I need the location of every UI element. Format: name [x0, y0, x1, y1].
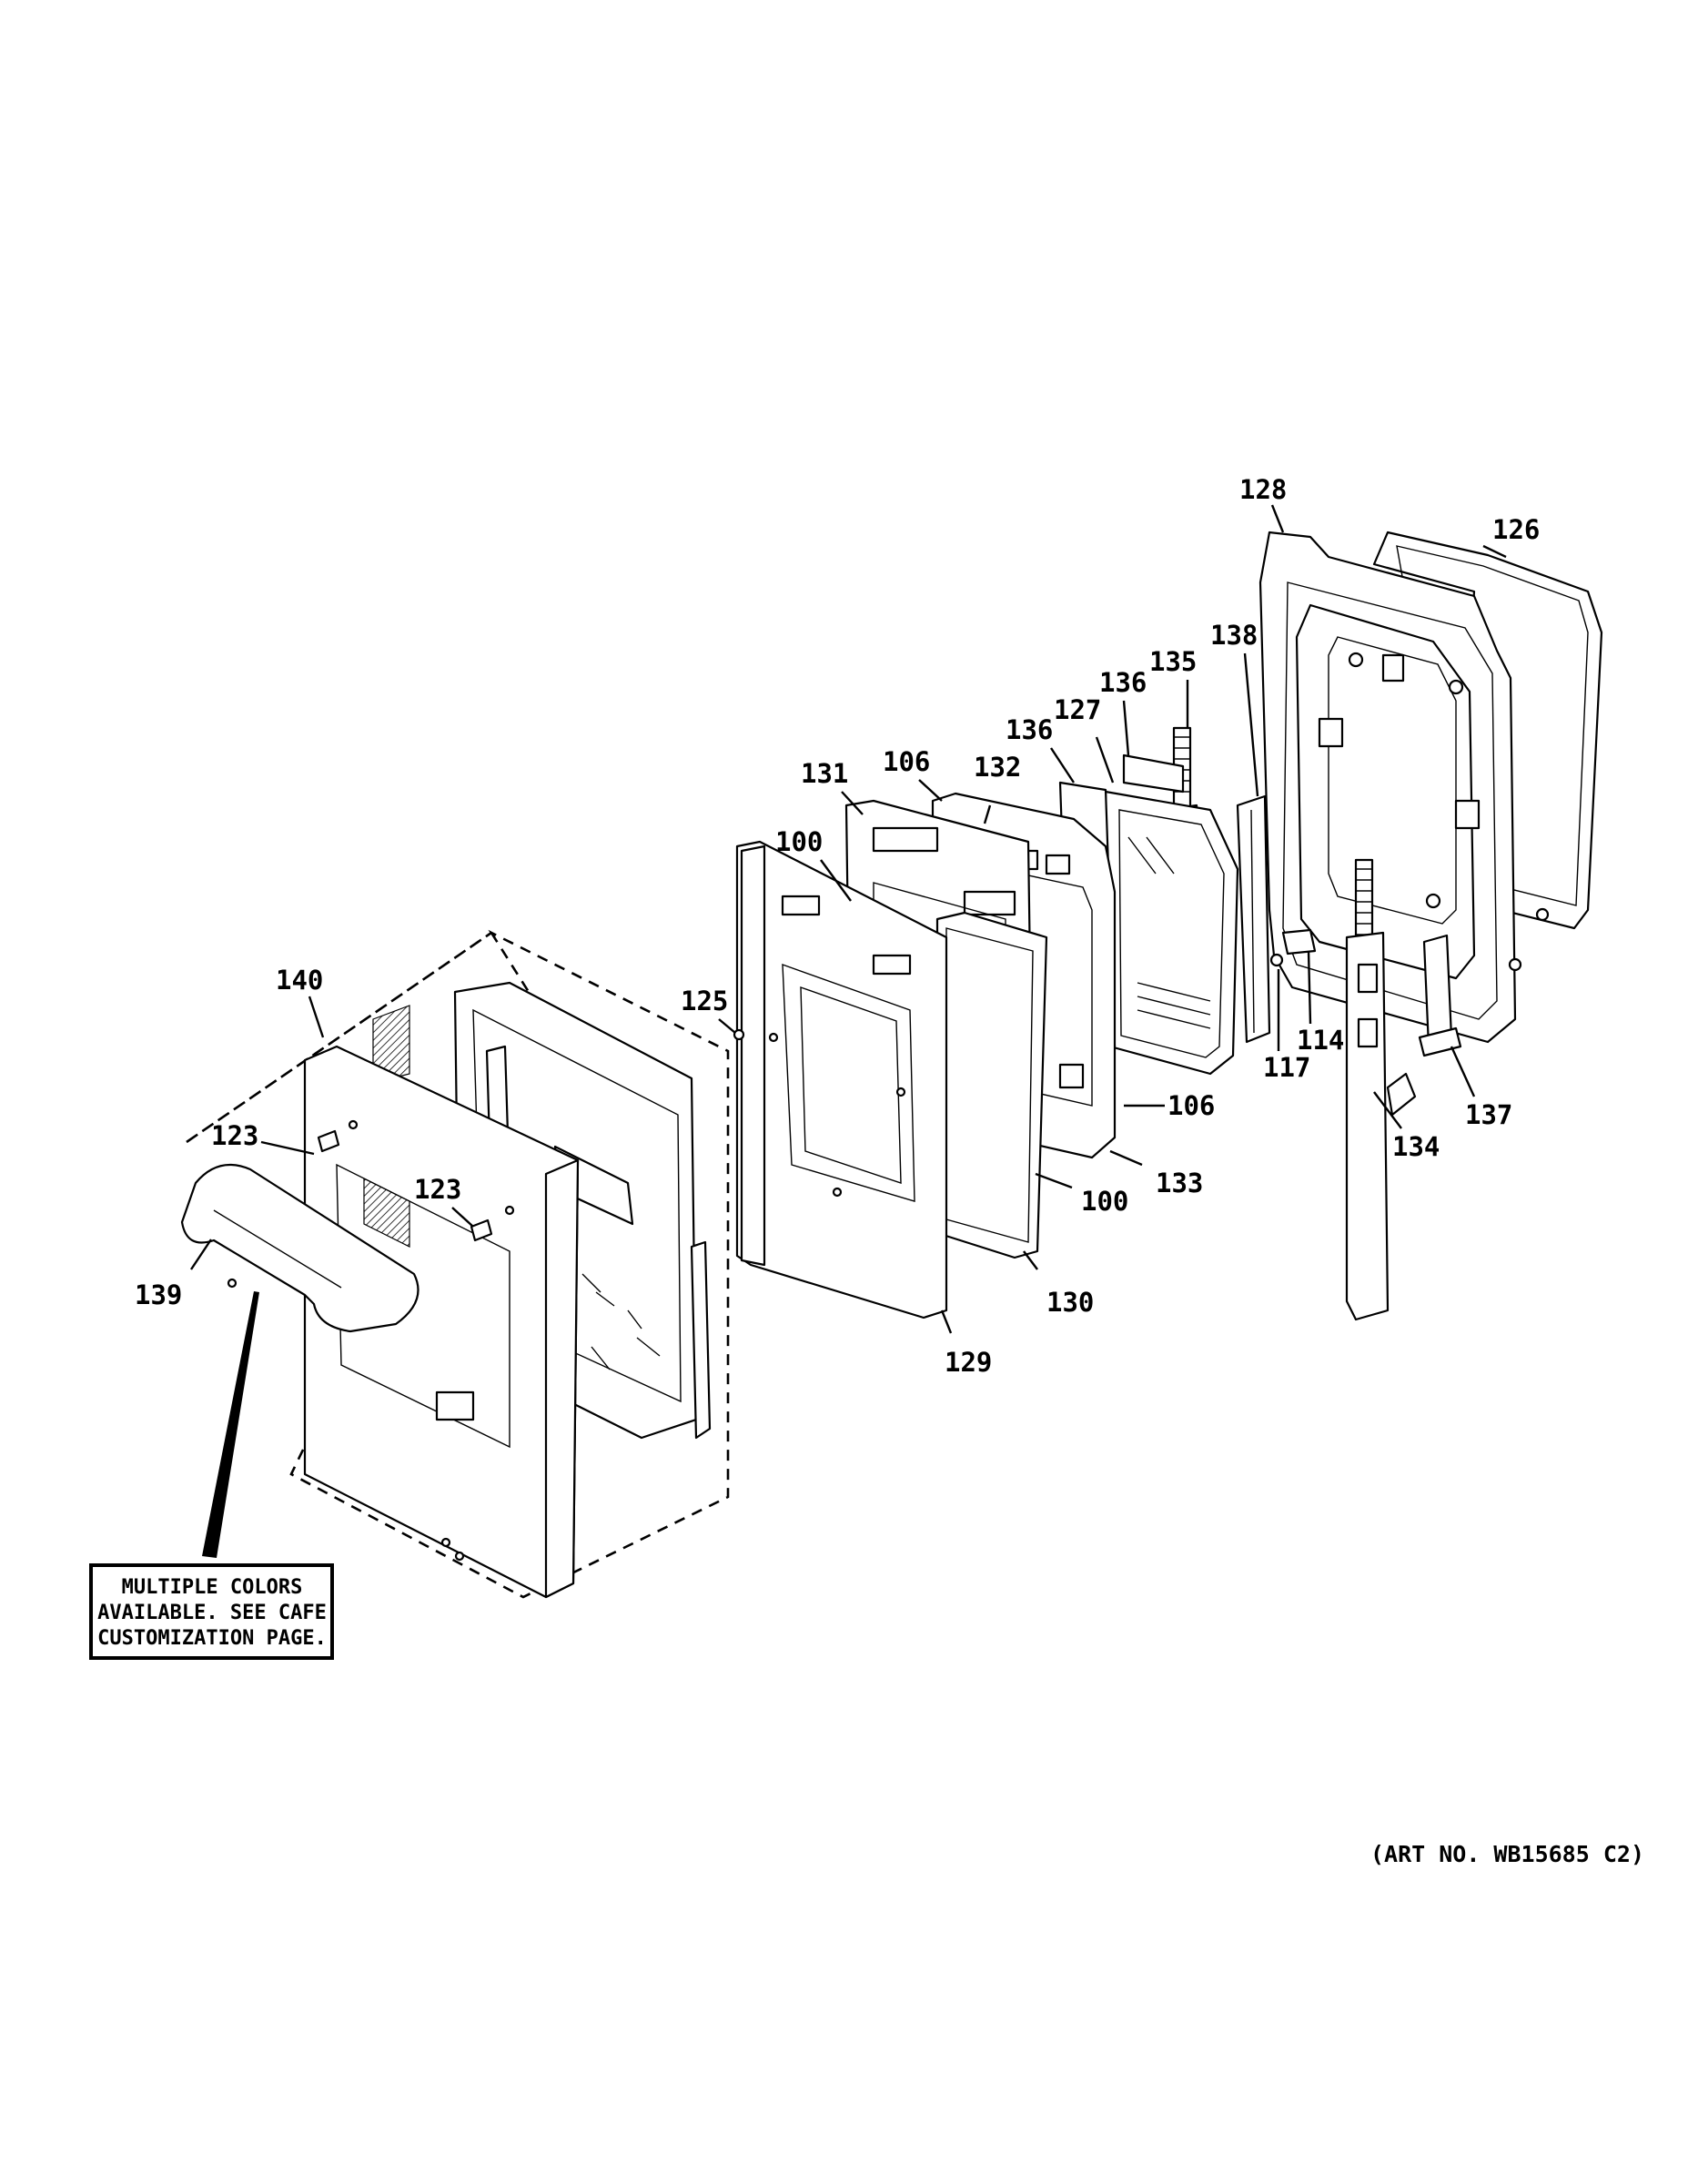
callout-labels: 140 123 123 139 125 100 131 106 132 136 … — [135, 474, 1540, 1378]
callout-133: 133 — [1156, 1168, 1203, 1198]
callout-134: 134 — [1392, 1131, 1440, 1162]
bracket-137 — [1418, 934, 1462, 1057]
callout-132: 132 — [974, 752, 1021, 783]
art-number: (ART NO. WB15685 C2) — [1370, 1841, 1644, 1867]
callout-100-upper: 100 — [775, 826, 823, 857]
callout-130: 130 — [1046, 1287, 1094, 1318]
door-handle-139 — [180, 1163, 419, 1333]
screw-123-upper — [317, 1129, 340, 1153]
callout-125: 125 — [681, 986, 728, 1016]
callout-117: 117 — [1263, 1052, 1310, 1083]
baffle-130 — [935, 911, 1048, 1259]
hinge-134 — [1345, 858, 1417, 1321]
glass-panel-136-rear — [1122, 753, 1185, 794]
callout-100-lower: 100 — [1081, 1186, 1128, 1217]
callout-138: 138 — [1210, 620, 1258, 651]
color-options-note: MULTIPLE COLORS AVAILABLE. SEE CAFE CUST… — [89, 1563, 334, 1660]
callout-128: 128 — [1239, 474, 1287, 505]
glass-pack-127 — [1104, 790, 1239, 1076]
note-pointer — [202, 1291, 259, 1558]
callout-136-right: 136 — [1099, 667, 1147, 698]
inner-door-panel-129 — [735, 840, 948, 1320]
outer-door-panel — [303, 1045, 580, 1599]
callout-106-lower: 106 — [1167, 1090, 1215, 1121]
callout-123-lower: 123 — [414, 1174, 461, 1205]
screw-123-lower — [470, 1218, 493, 1242]
note-line-2: AVAILABLE. SEE CAFE — [97, 1602, 327, 1624]
callout-139: 139 — [135, 1279, 182, 1310]
callout-129: 129 — [945, 1347, 992, 1378]
inner-door-frame-128 — [1258, 531, 1550, 1044]
callout-123-upper: 123 — [211, 1120, 258, 1151]
note-line-1: MULTIPLE COLORS — [122, 1576, 303, 1599]
callout-127: 127 — [1054, 694, 1101, 725]
leader-lines — [190, 504, 1507, 1334]
callout-140: 140 — [276, 965, 323, 996]
hinge-support-138 — [1236, 794, 1271, 1044]
callout-137: 137 — [1465, 1099, 1512, 1130]
part-114 — [1281, 928, 1317, 956]
callout-135: 135 — [1149, 646, 1197, 677]
callout-126: 126 — [1492, 514, 1540, 545]
front-door-assembly-140 — [186, 929, 730, 1599]
screw-125 — [733, 1028, 745, 1041]
callout-136-left: 136 — [1006, 714, 1053, 745]
callout-106-upper: 106 — [883, 746, 930, 777]
note-line-3: CUSTOMIZATION PAGE. — [97, 1627, 327, 1650]
callout-114: 114 — [1297, 1025, 1344, 1056]
callout-131: 131 — [801, 758, 848, 789]
part-117 — [1269, 953, 1284, 967]
